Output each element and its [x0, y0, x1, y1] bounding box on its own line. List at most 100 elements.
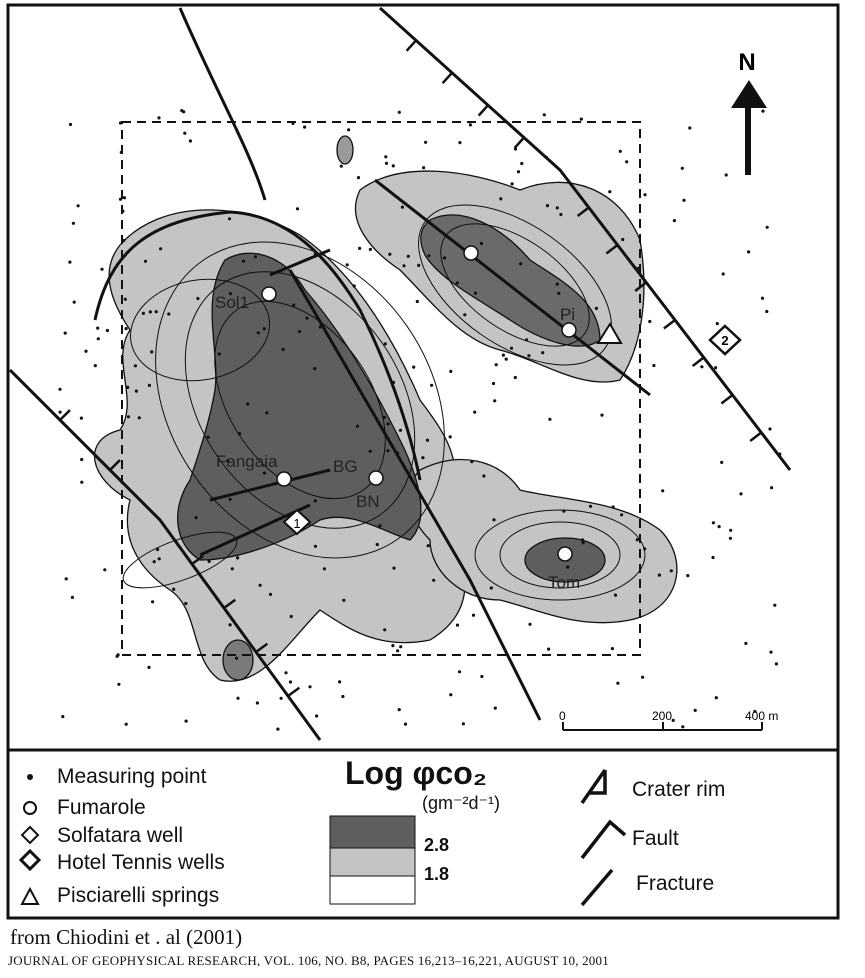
measuring-point [657, 573, 662, 577]
measuring-point [375, 542, 379, 547]
measuring-point [611, 505, 615, 509]
pisciarelli-spring-icon [596, 322, 623, 344]
measuring-point [228, 497, 232, 501]
measuring-point [80, 480, 84, 484]
measuring-point [773, 603, 777, 607]
measuring-point [70, 595, 74, 600]
measuring-point [308, 685, 312, 689]
measuring-point [425, 438, 430, 442]
measuring-point [358, 246, 362, 250]
measuring-point [403, 722, 408, 726]
measuring-point [281, 347, 285, 352]
legend-label-crater-rim: Crater rim [632, 778, 726, 801]
measuring-point [711, 555, 715, 560]
measuring-point [338, 680, 342, 684]
measuring-point [625, 160, 629, 164]
measuring-point [292, 303, 296, 307]
measuring-point [541, 351, 545, 355]
fault-tick [513, 136, 525, 149]
measuring-point [255, 701, 259, 705]
measuring-point [566, 565, 570, 569]
measuring-point-icon [27, 774, 33, 780]
fumarole-icon [368, 470, 384, 486]
measuring-point [126, 415, 131, 419]
measuring-point [305, 316, 309, 320]
measuring-point [461, 722, 465, 726]
measuring-point [724, 173, 728, 177]
measuring-point [442, 256, 447, 260]
measuring-point [228, 623, 232, 627]
measuring-point [641, 675, 645, 679]
fracture-central [269, 248, 542, 721]
measuring-point [728, 536, 733, 540]
flux-legend-unit: (gm⁻²d⁻¹) [422, 793, 500, 813]
fumarole-icon [557, 546, 573, 562]
measuring-point [124, 327, 128, 331]
measuring-point [555, 206, 559, 210]
measuring-point [482, 474, 486, 478]
measuring-point [397, 708, 401, 712]
fault-tick [109, 459, 121, 471]
measuring-point [262, 327, 266, 331]
measuring-point [279, 696, 283, 700]
high-flux-zone-north [336, 135, 354, 165]
measuring-point [747, 250, 751, 254]
measuring-point [238, 432, 242, 436]
measuring-point [455, 281, 459, 285]
site-label-fangaia: Fangaia [216, 452, 278, 471]
measuring-point [470, 460, 474, 464]
measuring-point [527, 354, 531, 358]
measuring-point [548, 417, 552, 421]
measuring-point [493, 399, 497, 403]
measuring-point [391, 644, 395, 648]
measuring-point [744, 641, 748, 646]
measuring-point [426, 544, 430, 548]
measuring-point [148, 310, 152, 314]
measuring-point [463, 313, 467, 317]
measuring-point [643, 547, 647, 551]
measuring-point [123, 297, 127, 301]
measuring-point [236, 556, 240, 560]
measuring-point [686, 574, 690, 578]
measuring-point [182, 110, 186, 114]
measuring-point [473, 291, 478, 295]
measuring-point [276, 727, 280, 731]
measuring-point [581, 541, 585, 545]
measuring-point [458, 141, 462, 145]
measuring-point [150, 350, 154, 354]
measuring-point [157, 116, 161, 120]
pisciarelli-spring-icon [20, 886, 40, 905]
measuring-points [58, 109, 782, 731]
measuring-point [397, 110, 401, 114]
measuring-point [151, 600, 155, 604]
measuring-point [383, 628, 387, 632]
measuring-point [672, 219, 677, 223]
high-flux-zone-south [222, 639, 254, 681]
measuring-point [457, 670, 462, 674]
measuring-point [669, 569, 673, 573]
measuring-point [432, 578, 436, 582]
measuring-point [608, 190, 612, 194]
fault-tick [691, 356, 705, 368]
fault-northeast [378, 6, 792, 471]
contour-line [474, 509, 646, 601]
measuring-point [352, 284, 356, 288]
legend-label-fumarole: Fumarole [57, 796, 146, 819]
fault-tick [405, 39, 417, 52]
measuring-point [265, 411, 269, 415]
measuring-point [134, 389, 138, 393]
measuring-point [315, 714, 319, 718]
measuring-point [680, 166, 684, 170]
flux-break-high: 2.8 [424, 835, 450, 855]
measuring-point [268, 592, 273, 597]
measuring-point [105, 328, 109, 333]
measuring-point [156, 547, 160, 552]
flux-break-low: 1.8 [424, 864, 450, 884]
measuring-point [382, 415, 386, 419]
svg-text:1: 1 [293, 516, 300, 531]
measuring-point [96, 337, 100, 341]
measuring-point [246, 402, 250, 406]
measuring-point [621, 237, 625, 242]
fault-tick [720, 394, 734, 405]
